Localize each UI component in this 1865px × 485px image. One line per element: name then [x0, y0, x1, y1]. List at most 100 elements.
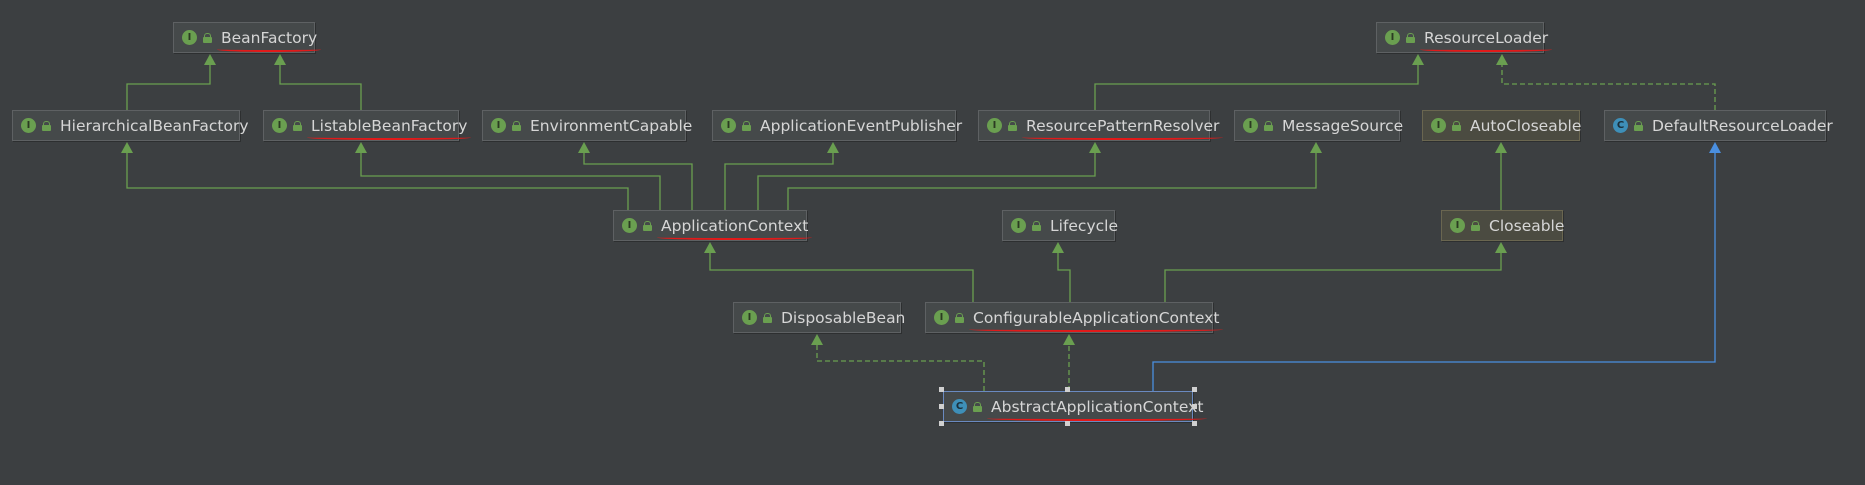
node-ConfigurableApplicationContext[interactable]: I ConfigurableApplicationContext: [925, 302, 1224, 333]
node-label-text: ResourcePatternResolver: [1026, 116, 1220, 135]
red-underline-annotation: [1022, 135, 1224, 140]
node-label: BeanFactory: [217, 28, 322, 52]
node-EnvironmentCapable[interactable]: I EnvironmentCapable: [482, 110, 692, 141]
arrowhead-icon: [355, 142, 367, 153]
arrowhead-icon: [1089, 142, 1101, 153]
node-label-text: MessageSource: [1282, 116, 1404, 135]
edge-AbstractApplicationContext-to-ConfigurableApplicationContext: [1063, 334, 1075, 391]
node-label-text: ApplicationEventPublisher: [760, 116, 963, 135]
edge-ApplicationContext-to-EnvironmentCapable: [578, 142, 693, 210]
arrowhead-icon: [274, 54, 286, 65]
node-label-text: AutoCloseable: [1470, 116, 1582, 135]
red-underline-annotation: [217, 47, 322, 52]
node-AbstractApplicationContext[interactable]: C AbstractApplicationContext: [943, 391, 1208, 422]
red-underline-annotation: [969, 327, 1224, 332]
arrowhead-icon: [1412, 54, 1424, 65]
edge-Closeable-to-AutoCloseable: [1495, 142, 1507, 210]
node-ApplicationEventPublisher[interactable]: I ApplicationEventPublisher: [712, 110, 962, 141]
arrowhead-icon: [1709, 142, 1721, 153]
selection-handle[interactable]: [1065, 421, 1070, 426]
node-label: EnvironmentCapable: [530, 117, 692, 135]
class-icon: C: [952, 399, 967, 414]
selection-handle[interactable]: [939, 403, 944, 409]
node-label-text: ApplicationContext: [661, 216, 809, 235]
interface-icon: I: [934, 310, 949, 325]
node-label-text: Lifecycle: [1050, 216, 1118, 235]
node-label: HierarchicalBeanFactory: [60, 117, 249, 135]
interface-icon: I: [272, 118, 287, 133]
edge-ApplicationContext-to-MessageSource: [787, 142, 1322, 210]
node-label-text: BeanFactory: [221, 28, 318, 47]
public-lock-icon: [41, 120, 52, 131]
node-Lifecycle[interactable]: I Lifecycle: [1002, 210, 1118, 241]
node-label: Lifecycle: [1050, 217, 1118, 235]
selection-handle[interactable]: [1192, 403, 1197, 409]
node-label-text: ResourceLoader: [1424, 28, 1549, 47]
arrowhead-icon: [1496, 54, 1508, 65]
public-lock-icon: [1031, 220, 1042, 231]
node-label-text: ListableBeanFactory: [311, 116, 468, 135]
interface-icon: I: [987, 118, 1002, 133]
node-label: Closeable: [1489, 217, 1564, 235]
edge-AbstractApplicationContext-to-DefaultResourceLoader: [1152, 142, 1721, 391]
arrowhead-icon: [1495, 142, 1507, 153]
node-ListableBeanFactory[interactable]: I ListableBeanFactory: [263, 110, 472, 141]
node-HierarchicalBeanFactory[interactable]: I HierarchicalBeanFactory: [12, 110, 249, 141]
edge-ConfigurableApplicationContext-to-ApplicationContext: [704, 242, 974, 302]
arrowhead-icon: [1052, 242, 1064, 253]
public-lock-icon: [1263, 120, 1274, 131]
public-lock-icon: [1405, 32, 1416, 43]
edge-ConfigurableApplicationContext-to-Lifecycle: [1052, 242, 1071, 302]
node-label: AutoCloseable: [1470, 117, 1581, 135]
red-underline-annotation: [987, 416, 1208, 421]
interface-icon: I: [1011, 218, 1026, 233]
node-label-text: EnvironmentCapable: [530, 116, 693, 135]
public-lock-icon: [762, 312, 773, 323]
node-label-text: DisposableBean: [781, 308, 906, 327]
interface-icon: I: [182, 30, 197, 45]
node-ApplicationContext[interactable]: I ApplicationContext: [613, 210, 813, 241]
selection-handle[interactable]: [1065, 387, 1070, 392]
selection-handle[interactable]: [939, 421, 944, 426]
node-label-text: Closeable: [1489, 216, 1565, 235]
arrowhead-icon: [704, 242, 716, 253]
node-label: ResourceLoader: [1420, 28, 1553, 52]
public-lock-icon: [202, 32, 213, 43]
public-lock-icon: [741, 120, 752, 131]
arrowhead-icon: [204, 54, 216, 65]
node-label: AbstractApplicationContext: [987, 398, 1208, 421]
node-label: DisposableBean: [781, 309, 905, 327]
public-lock-icon: [1007, 120, 1018, 131]
interface-icon: I: [721, 118, 736, 133]
public-lock-icon: [972, 401, 983, 412]
edge-ApplicationContext-to-ApplicationEventPublisher: [724, 142, 839, 210]
node-ResourcePatternResolver[interactable]: I ResourcePatternResolver: [978, 110, 1224, 141]
edge-AbstractApplicationContext-to-DisposableBean: [811, 334, 985, 391]
red-underline-annotation: [307, 135, 472, 140]
edge-ResourcePatternResolver-to-ResourceLoader: [1094, 54, 1424, 110]
node-BeanFactory[interactable]: I BeanFactory: [173, 22, 322, 53]
selection-handle[interactable]: [1192, 421, 1197, 426]
node-label-text: HierarchicalBeanFactory: [60, 116, 249, 135]
interface-icon: I: [491, 118, 506, 133]
node-label: ConfigurableApplicationContext: [969, 309, 1224, 332]
selection-handle[interactable]: [1192, 387, 1197, 392]
edge-ApplicationContext-to-ListableBeanFactory: [355, 142, 661, 210]
arrowhead-icon: [1310, 142, 1322, 153]
interface-icon: I: [21, 118, 36, 133]
arrowhead-icon: [811, 334, 823, 345]
red-underline-annotation: [1420, 47, 1553, 52]
node-label: MessageSource: [1282, 117, 1403, 135]
interface-icon: I: [622, 218, 637, 233]
selection-handle[interactable]: [939, 387, 944, 392]
arrowhead-icon: [1063, 334, 1075, 345]
red-underline-annotation: [657, 235, 813, 240]
public-lock-icon: [954, 312, 965, 323]
